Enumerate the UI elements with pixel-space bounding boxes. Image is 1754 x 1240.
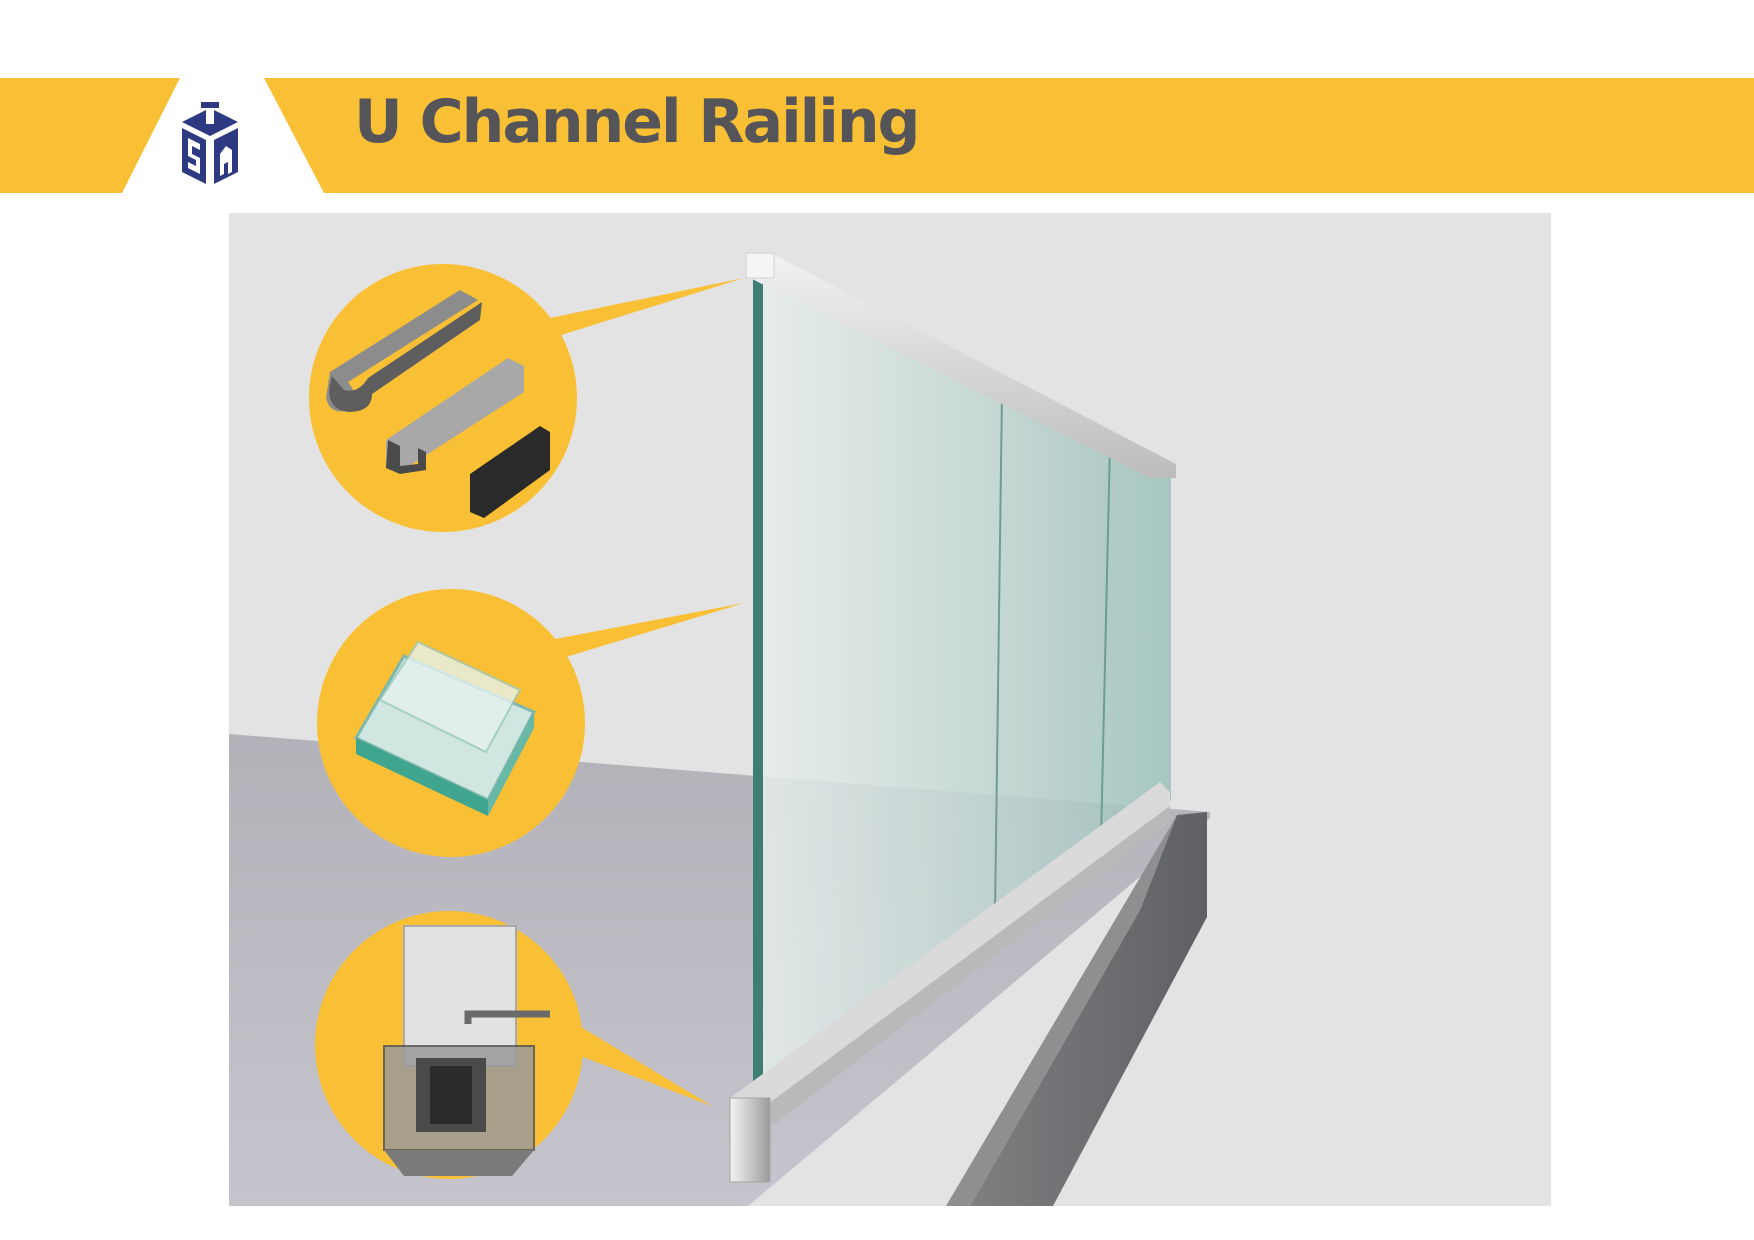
u-channel-end-cap xyxy=(729,1097,771,1183)
glass-panels-icon xyxy=(317,589,585,857)
callout-pointer-2 xyxy=(550,603,744,660)
u-channel-base xyxy=(730,782,1170,1110)
channel-clamp-icon xyxy=(315,911,583,1179)
callout-pointer-3 xyxy=(554,1018,712,1106)
callout-pointer-1 xyxy=(550,278,744,336)
tsa-logo xyxy=(182,102,238,184)
concrete-slab-edge xyxy=(970,812,1207,1206)
glass-edge xyxy=(753,276,763,1094)
page-title: U Channel Railing xyxy=(354,87,920,157)
glass-panel xyxy=(753,280,1171,1090)
top-cap-rail xyxy=(746,254,1176,478)
header-banner xyxy=(0,78,1754,193)
u-channel-profiles-icon xyxy=(309,264,577,532)
